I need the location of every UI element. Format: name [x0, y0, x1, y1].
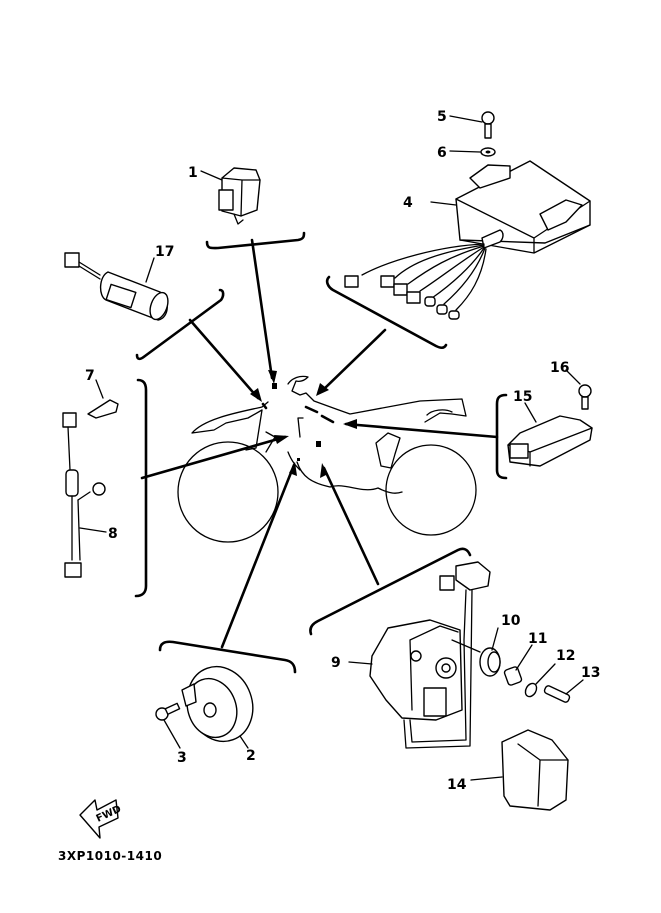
callout-10: 10 [501, 613, 521, 629]
callout-3: 3 [177, 750, 187, 766]
part-regulator [507, 369, 593, 467]
callout-14: 14 [447, 777, 467, 793]
callout-12: 12 [556, 648, 575, 664]
part-relay [200, 167, 261, 225]
callout-13: 13 [581, 665, 600, 681]
callout-1: 1 [188, 165, 198, 181]
callout-labels: 1 2 3 4 5 6 7 8 9 10 11 12 13 14 15 16 1… [85, 109, 600, 793]
callout-17: 17 [155, 244, 174, 260]
callout-16: 16 [550, 360, 569, 376]
callout-2: 2 [246, 748, 256, 764]
group-brackets [134, 231, 508, 674]
part-handlebar-switch [348, 561, 584, 811]
leader-arrows [140, 238, 499, 649]
callout-7: 7 [85, 368, 95, 384]
callout-4: 4 [403, 195, 413, 211]
callout-11: 11 [528, 631, 547, 647]
callout-15: 15 [513, 389, 532, 405]
part-condenser [64, 252, 169, 321]
figure-code: 3XP1010-1410 [58, 849, 162, 863]
callout-6: 6 [437, 145, 447, 161]
callout-8: 8 [108, 526, 118, 542]
part-horn [155, 665, 254, 749]
part-neutral-switch-lead [62, 379, 119, 578]
callout-9: 9 [331, 655, 341, 671]
fwd-direction-indicator: FWD [79, 799, 123, 839]
part-cdi-unit [344, 111, 591, 320]
motorcycle-outline [177, 375, 477, 543]
callout-5: 5 [437, 109, 447, 125]
